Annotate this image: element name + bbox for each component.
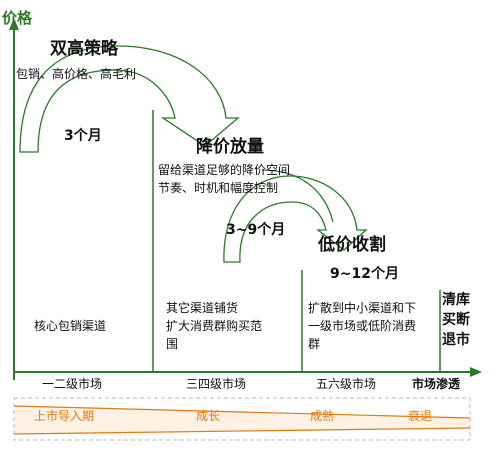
phase-2-duration: 3~9个月 [226,222,286,238]
lifecycle-dashed-frame [13,397,471,441]
phase-4-line-3: 退市 [442,332,470,348]
phase-2-desc-line-2: 节奏、时机和幅度控制 [158,181,279,195]
phase-3-title: 低价收割 [318,235,386,255]
market-label-3: 五六级市场 [316,377,377,391]
stage-label-decline: 衰退 [408,409,433,423]
lifecycle-wedge-bottom [13,427,471,435]
phase-3-duration: 9~12个月 [330,266,399,282]
stage-label-growth: 成长 [196,409,221,423]
segment-3-text-line-2: 一级市场或低阶消费 [308,319,417,333]
phase-1-duration: 3个月 [64,128,102,144]
segment-2-text-line-3: 围 [166,337,179,351]
y-axis-arrowhead [9,18,19,30]
phase-2-desc-line-1: 留给渠道足够的降价空间 [158,163,291,177]
phase-1-title: 双高策略 [50,39,118,59]
lifecycle-wedge-top [13,405,471,419]
curved-arrow-2 [223,175,368,263]
segment-3-text-line-1: 扩散到中小渠道和下 [308,301,417,315]
phase-2-title: 降价放量 [196,137,264,157]
phase-4-line-2: 买断 [442,312,470,328]
connector-curve [261,169,334,223]
segment-1-text: 核心包销渠道 [34,319,107,333]
y-axis-label: 价格 [2,9,33,27]
phase-1-desc: 包销、高价格、高毛利 [16,67,137,81]
stage-label-maturity: 成熟 [310,409,335,423]
phase-4-line-1: 清库 [442,292,470,308]
lifecycle-wedge [14,406,470,434]
x-axis-arrowhead [470,367,482,377]
curved-arrow-1 [19,45,240,153]
stage-label-intro: 上市导入期 [34,409,95,423]
segment-2-text-line-1: 其它渠道铺货 [166,301,239,315]
market-label-2: 三四级市场 [186,377,247,391]
segment-3-text-line-3: 群 [308,337,321,351]
market-label-1: 一二级市场 [42,377,103,391]
segment-2-text-line-2: 扩大消费群购买范 [166,319,263,333]
x-axis-label: 市场渗透 [412,377,461,391]
